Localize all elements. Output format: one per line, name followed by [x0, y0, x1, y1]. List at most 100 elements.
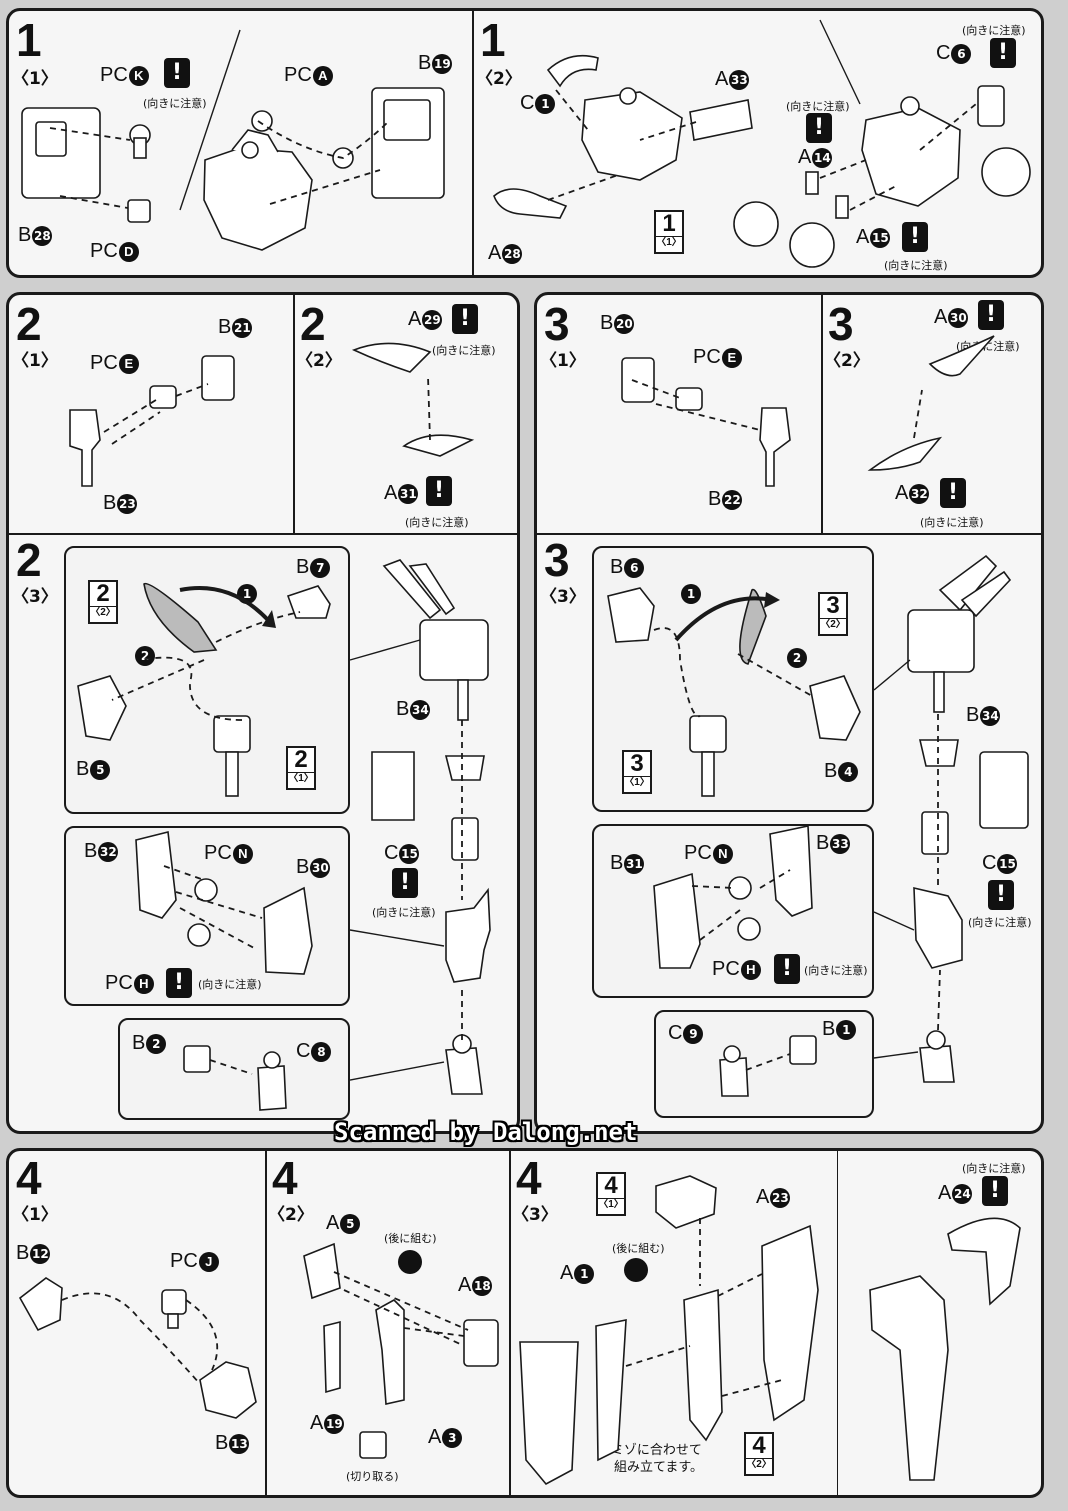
caution-icon: ! — [392, 868, 418, 898]
caution-icon: ! — [902, 222, 928, 252]
caution-note: (向きに注意) — [962, 24, 1026, 37]
part-b23-shape — [69, 409, 101, 487]
step-number: 1 — [480, 14, 506, 66]
part-a29-fin-shape — [143, 582, 218, 653]
caution-icon: ! — [806, 113, 832, 143]
step-number: 4 — [16, 1152, 42, 1204]
scan-watermark: Scanned by Dalong.net — [334, 1118, 638, 1146]
step-number: 3 — [544, 298, 570, 350]
part-pcj-shape — [161, 1289, 187, 1315]
reference-step-box: 2〈1〉 — [286, 746, 316, 790]
caution-icon: ! — [164, 58, 190, 88]
arrow-order-2: 2 — [134, 644, 155, 666]
arrow-order-2: 2 — [786, 646, 807, 668]
part-b2-shape — [183, 1045, 211, 1073]
caution-icon: ! — [774, 954, 800, 984]
part-a23-shape — [761, 1224, 819, 1422]
part-a28-shape — [493, 188, 568, 219]
substep-label: 〈1〉 — [12, 69, 58, 89]
assemble-later-note: (後に組む) — [612, 1242, 665, 1255]
caution-note: (向きに注意) — [962, 1162, 1026, 1175]
part-body-shape — [203, 147, 313, 251]
part-pch-shape — [187, 923, 211, 947]
part-pcd-shape — [127, 199, 151, 223]
assemble-later-note: (後に組む) — [384, 1232, 437, 1245]
part-b34-shape — [444, 755, 485, 781]
caution-icon: ! — [990, 38, 1016, 68]
caution-icon: ! — [982, 1176, 1008, 1206]
substep-label: 〈3〉 — [12, 587, 58, 607]
part-a5-shape — [303, 1242, 341, 1300]
caution-icon: ! — [166, 968, 192, 998]
part-a18-shape — [463, 1319, 499, 1367]
reference-step-box: 4〈2〉 — [744, 1432, 774, 1476]
caution-note: (向きに注意) — [198, 978, 262, 991]
substep-label: 〈2〉 — [268, 1205, 314, 1225]
substep-label: 〈2〉 — [476, 69, 522, 89]
part-c15-shape — [451, 817, 479, 861]
arrow-order-1: 1 — [680, 582, 701, 604]
step-number: 2 — [16, 534, 42, 586]
reference-step-box: 2〈2〉 — [88, 580, 118, 624]
substep-label: 〈1〉 — [12, 351, 58, 371]
reference-step-box: 1〈1〉 — [654, 210, 684, 254]
part-b21-shape — [201, 355, 235, 401]
substep-label: 〈3〉 — [512, 1205, 558, 1225]
caution-icon: ! — [988, 880, 1014, 910]
part-a1-shape — [595, 1319, 627, 1462]
caution-note: (向きに注意) — [143, 97, 207, 110]
caution-note: (向きに注意) — [432, 344, 496, 357]
part-a31-shape — [402, 434, 475, 457]
groove-note: ※ミゾに合わせて組み立てます。 — [600, 1443, 704, 1475]
reference-step-box: 3〈2〉 — [818, 592, 848, 636]
reference-step-box: 3〈1〉 — [622, 750, 652, 794]
reference-step-box: 4〈1〉 — [596, 1172, 626, 1216]
step-number: 2 — [16, 298, 42, 350]
step-number: 3 — [828, 298, 854, 350]
substep-label: 〈3〉 — [540, 587, 586, 607]
cut-off-note: (切り取る) — [346, 1470, 399, 1483]
substep-label: 〈1〉 — [540, 351, 586, 371]
part-pcn-shape — [194, 878, 218, 902]
assemble-later-mark — [624, 1258, 648, 1282]
substep-label: 〈2〉 — [296, 351, 342, 371]
caution-icon: ! — [452, 304, 478, 334]
step-number: 4 — [516, 1152, 542, 1204]
step-number: 2 — [300, 298, 326, 350]
caution-note: (向きに注意) — [968, 916, 1032, 929]
assemble-later-mark — [398, 1250, 422, 1274]
part-c1-shape — [546, 54, 599, 88]
caution-icon: ! — [978, 300, 1004, 330]
